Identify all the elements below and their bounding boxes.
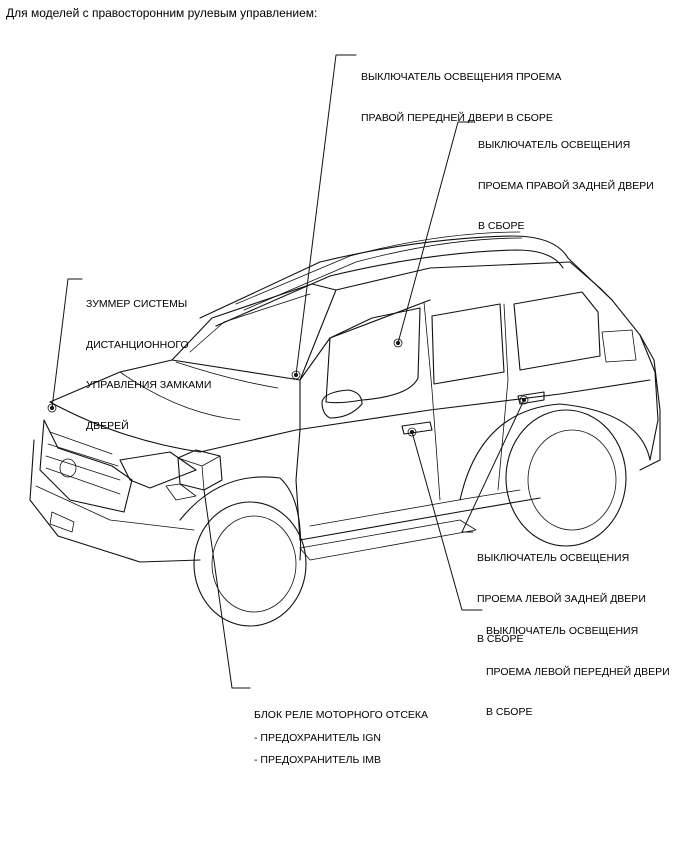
label-front-right-door-switch: ВЫКЛЮЧАТЕЛЬ ОСВЕЩЕНИЯ ПРОЕМА ПРАВОЙ ПЕРЕ… [361,71,562,124]
label-door-lock-buzzer: ЗУММЕР СИСТЕМЫ ДИСТАНЦИОННОГО УПРАВЛЕНИЯ… [86,298,212,432]
leader-lines [51,54,525,689]
diagram-heading: Для моделей с правосторонним рулевым упр… [6,6,318,20]
label-fuse-imb: - ПРЕДОХРАНИТЕЛЬ IMB [254,754,381,766]
label-rear-right-door-switch: ВЫКЛЮЧАТЕЛЬ ОСВЕЩЕНИЯ ПРОЕМА ПРАВОЙ ЗАДН… [478,139,654,232]
label-front-left-door-switch: ВЫКЛЮЧАТЕЛЬ ОСВЕЩЕНИЯ ПРОЕМА ЛЕВОЙ ПЕРЕД… [486,625,670,718]
label-engine-room-relay-block: БЛОК РЕЛЕ МОТОРНОГО ОТСЕКА [254,709,429,721]
label-fuse-ign: - ПРЕДОХРАНИТЕЛЬ IGN [254,732,381,744]
vehicle-body [29,231,661,627]
label-rear-left-door-switch: ВЫКЛЮЧАТЕЛЬ ОСВЕЩЕНИЯ ПРОЕМА ЛЕВОЙ ЗАДНЕ… [477,552,646,645]
relay-block-icon [165,449,223,501]
